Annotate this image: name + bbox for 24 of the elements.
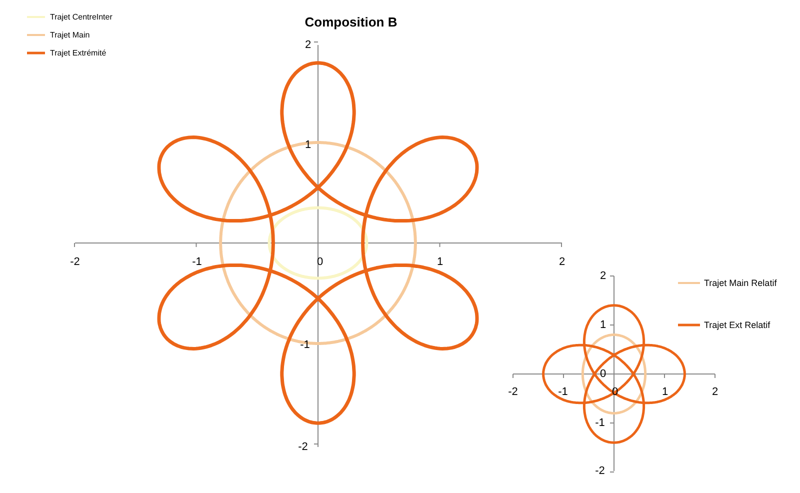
tick-label: 0 bbox=[316, 256, 324, 268]
tick-label: 2 bbox=[712, 386, 718, 398]
tick-label: -1 bbox=[558, 386, 568, 398]
tick-label: -2 bbox=[298, 441, 308, 453]
tick-label: -1 bbox=[595, 417, 605, 429]
tick-label: -1 bbox=[300, 339, 310, 351]
legend-label: Trajet Main bbox=[50, 30, 90, 40]
tick-label: 1 bbox=[600, 319, 606, 331]
tick-label: 1 bbox=[662, 386, 668, 398]
tick-label: 2 bbox=[304, 39, 312, 51]
tick-label: -2 bbox=[508, 386, 518, 398]
tick-label: 0 bbox=[600, 368, 606, 380]
tick-label: 1 bbox=[304, 139, 312, 151]
tick-label: -2 bbox=[70, 256, 80, 268]
tick-label: -1 bbox=[192, 256, 202, 268]
tick-label: 1 bbox=[436, 256, 444, 268]
legend-label: Trajet CentreInter bbox=[50, 12, 112, 22]
legend-label: Trajet Extrémité bbox=[50, 48, 106, 58]
chart-title: Composition B bbox=[304, 14, 398, 30]
tick-label: 2 bbox=[558, 256, 566, 268]
tick-label: -2 bbox=[595, 465, 605, 477]
tick-label: 2 bbox=[600, 270, 606, 282]
legend-label: Trajet Ext Relatif bbox=[704, 320, 770, 330]
legend-label: Trajet Main Relatif bbox=[704, 278, 777, 288]
